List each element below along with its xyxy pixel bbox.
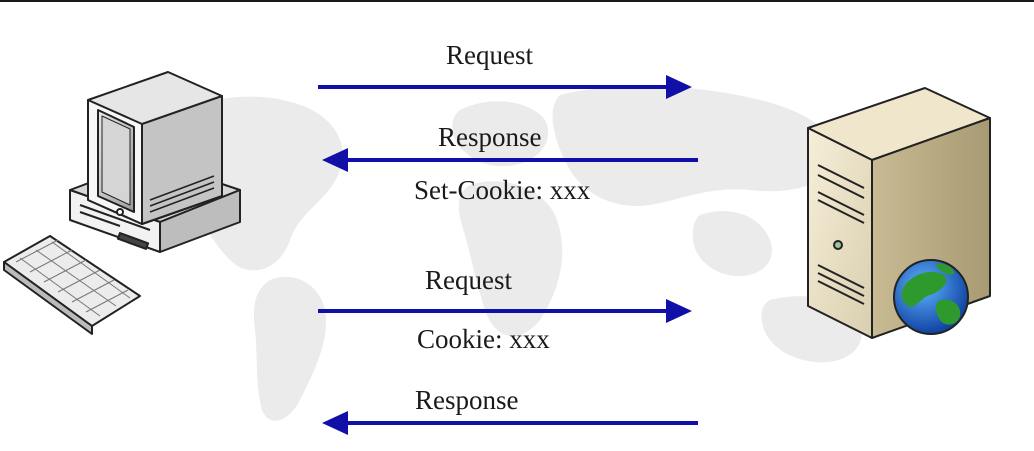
set-cookie-label: Set-Cookie: xxx (414, 175, 591, 205)
response-label-1: Response (438, 122, 542, 152)
request-label-1: Request (446, 40, 533, 70)
request-arrow-1 (318, 75, 692, 99)
top-divider (0, 0, 1034, 2)
request-label-2: Request (425, 265, 512, 295)
request-arrow-2 (318, 299, 692, 323)
response-arrow-1 (322, 148, 698, 172)
globe-icon (893, 259, 969, 335)
desktop-computer-icon (3, 71, 241, 335)
cookie-label: Cookie: xxx (417, 324, 550, 354)
response-arrow-2 (322, 411, 698, 435)
response-label-2: Response (415, 385, 519, 415)
